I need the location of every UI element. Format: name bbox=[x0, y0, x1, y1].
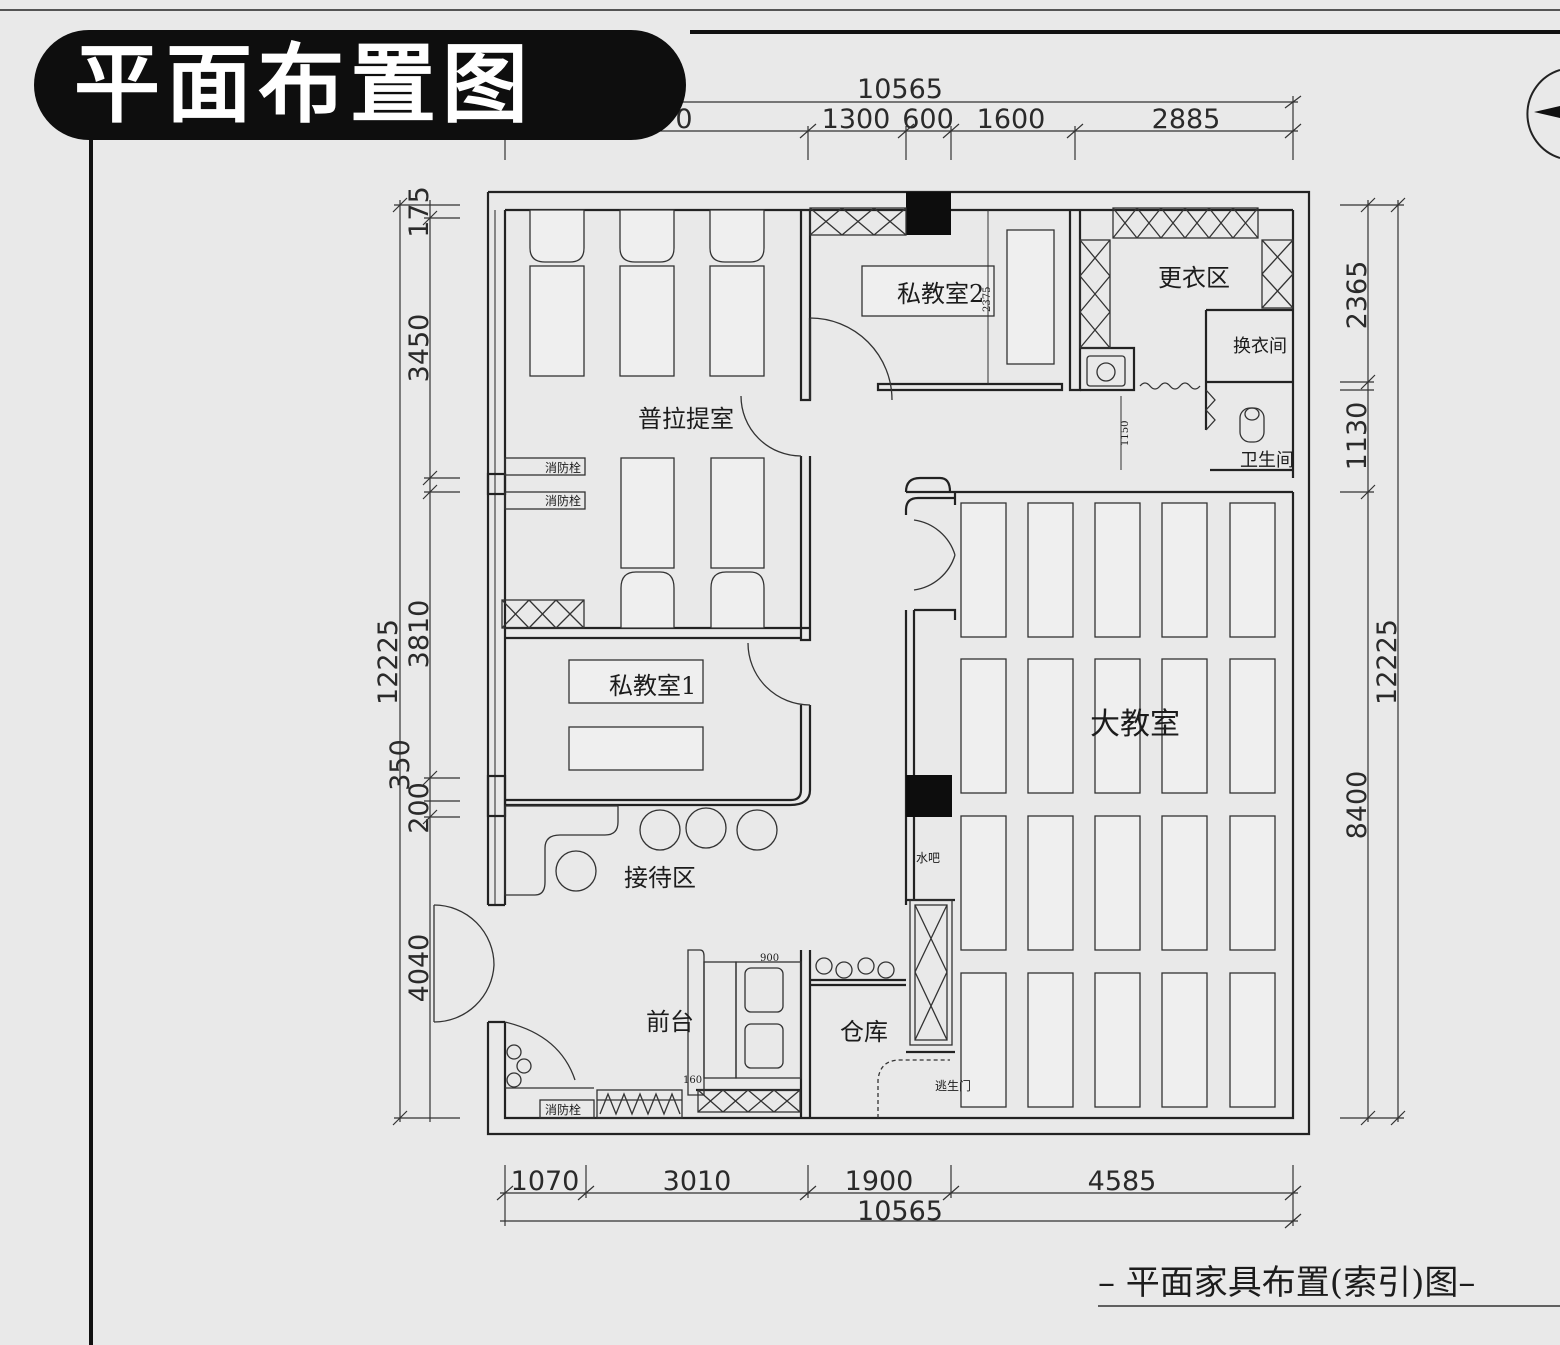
plant-icon bbox=[506, 957, 895, 1088]
label-exit-door: 逃生门 bbox=[935, 1078, 971, 1093]
column-mid bbox=[906, 775, 952, 817]
dim-right-3: 8400 bbox=[1342, 771, 1373, 840]
fitting-curtain bbox=[1205, 389, 1216, 431]
dim-top-2: 1300 bbox=[822, 104, 891, 135]
north-arrow-icon bbox=[1526, 69, 1560, 159]
column-top bbox=[906, 192, 951, 235]
room-water-bar: 水吧 bbox=[916, 851, 940, 865]
reception-furniture bbox=[504, 805, 802, 1096]
sink-icon bbox=[1086, 355, 1126, 387]
dim-left-5: 200 bbox=[404, 782, 435, 834]
hydrant-boxes bbox=[504, 457, 595, 1119]
dim-left-4: 350 bbox=[385, 739, 416, 791]
outer-walls bbox=[486, 190, 1311, 1136]
label-desk-d: 160 bbox=[683, 1075, 702, 1086]
room-pilates: 普拉提室 bbox=[638, 405, 734, 433]
dim-left-2: 3450 bbox=[404, 314, 435, 383]
title-banner: 平面布置图 bbox=[34, 30, 686, 140]
doors bbox=[433, 317, 956, 1118]
dim-top-5: 2885 bbox=[1152, 104, 1221, 135]
dim-left-6: 4040 bbox=[404, 934, 435, 1003]
interior-walls bbox=[505, 210, 1293, 1118]
dim-bottom-4: 4585 bbox=[1088, 1166, 1157, 1197]
dim-right-1: 2365 bbox=[1342, 261, 1373, 330]
dim-right-2: 1130 bbox=[1342, 402, 1373, 471]
label-dim-1150: 1150 bbox=[1120, 421, 1131, 446]
yoga-mats bbox=[960, 502, 1276, 1108]
page-title: 平面布置图 bbox=[74, 35, 534, 135]
toilet-icon bbox=[1239, 407, 1265, 443]
dim-top-1: 0 bbox=[675, 104, 692, 135]
dim-left-3: 3810 bbox=[404, 600, 435, 669]
dim-left-1: 175 bbox=[404, 186, 435, 238]
dim-bottom-3: 1900 bbox=[845, 1166, 914, 1197]
dim-bottom-2: 3010 bbox=[663, 1166, 732, 1197]
pilates-reformers bbox=[529, 209, 765, 629]
room-big-class: 大教室 bbox=[1090, 707, 1180, 742]
room-toilet: 卫生间 bbox=[1240, 450, 1294, 471]
dim-top-4: 1600 bbox=[977, 104, 1046, 135]
dim-right-total: 12225 bbox=[1372, 619, 1403, 705]
dim-top-3: 600 bbox=[902, 104, 954, 135]
curtain bbox=[1139, 382, 1201, 390]
room-changing: 更衣区 bbox=[1158, 264, 1230, 292]
room-front-desk: 前台 bbox=[646, 1008, 694, 1036]
label-hydrant-2: 消防栓 bbox=[545, 493, 581, 508]
label-desk-w: 900 bbox=[760, 953, 779, 964]
room-fitting: 换衣间 bbox=[1233, 336, 1287, 357]
room-reception: 接待区 bbox=[624, 864, 696, 892]
dim-top-total: 10565 bbox=[857, 74, 943, 105]
drawing-title: – 平面家具布置(索引)图– bbox=[1098, 1263, 1475, 1303]
dim-bottom-1: 1070 bbox=[511, 1166, 580, 1197]
room-private1: 私教室1 bbox=[609, 672, 696, 700]
dim-left-total: 12225 bbox=[373, 619, 404, 705]
dim-bottom-total: 10565 bbox=[857, 1196, 943, 1227]
room-private2: 私教室2 bbox=[897, 280, 984, 308]
room-storage: 仓库 bbox=[840, 1018, 888, 1046]
label-hydrant-1: 消防栓 bbox=[545, 460, 581, 475]
private-room-furniture bbox=[568, 229, 1055, 771]
label-hydrant-3: 消防栓 bbox=[545, 1102, 581, 1117]
cabinets bbox=[501, 207, 1294, 1119]
